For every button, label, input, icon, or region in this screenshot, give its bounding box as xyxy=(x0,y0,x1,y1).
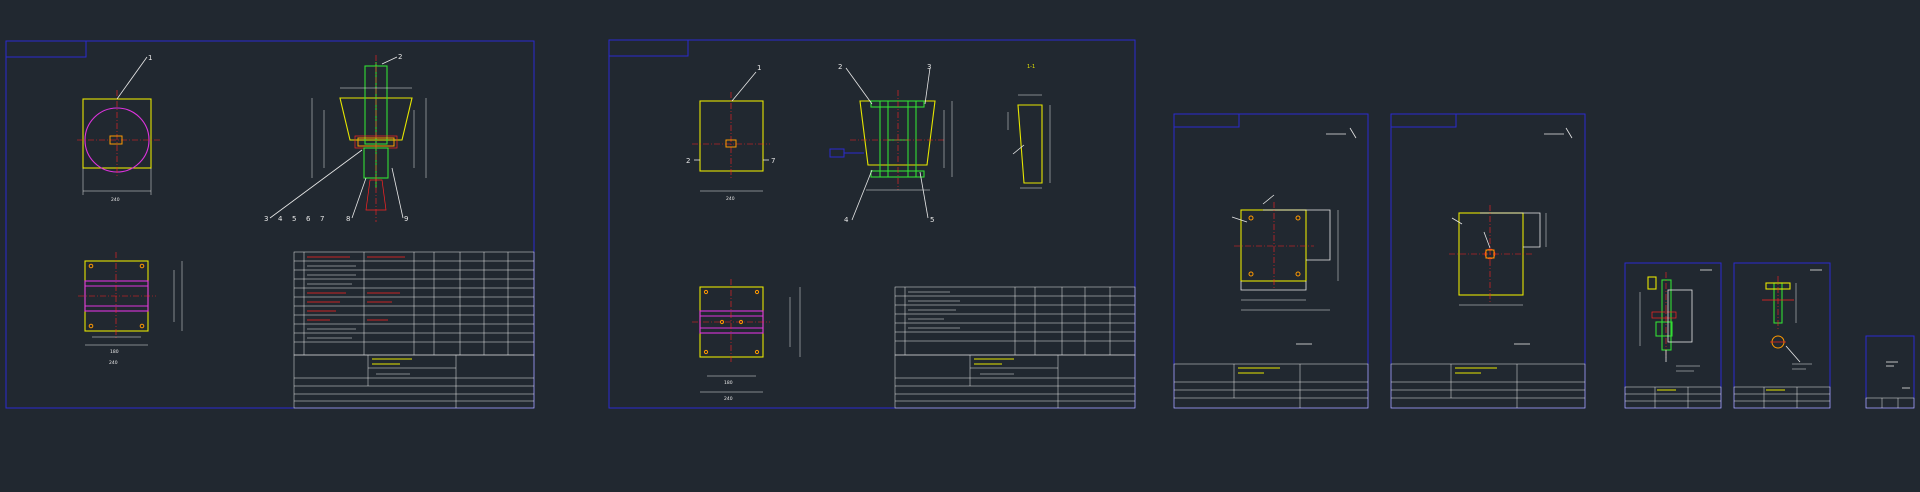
sheet-2-corner-tab xyxy=(609,40,689,57)
callout-4: 4 xyxy=(278,215,283,223)
sheet-1-border xyxy=(5,40,535,409)
drawing-sheet-2[interactable]: 1 2 7 240 2 3 4 5 xyxy=(608,39,1136,409)
drawing-sheet-1[interactable]: 1 240 2 3 4 5 6 7 8 9 xyxy=(5,40,535,409)
drawing-sheet-4[interactable] xyxy=(1390,113,1586,409)
sheet-4-title-block xyxy=(1390,363,1586,409)
side-width-dim: 240 xyxy=(109,360,118,366)
sheet-2-title-block xyxy=(894,354,1136,409)
drawing-sheet-3[interactable] xyxy=(1173,113,1369,409)
callout-5: 5 xyxy=(292,215,296,223)
callout-1: 1 xyxy=(148,54,152,62)
callout-7: 7 xyxy=(320,215,324,223)
s2-callout-1: 1 xyxy=(757,64,761,72)
sheet-6-title-block xyxy=(1733,386,1831,409)
callout-9: 9 xyxy=(404,215,408,223)
sheet-3-title-block xyxy=(1173,363,1369,409)
sheet-5-title-block xyxy=(1624,386,1722,409)
sheet-3-corner-tab xyxy=(1174,114,1240,128)
side-inner-dim: 180 xyxy=(110,349,119,355)
s2-callout-5: 5 xyxy=(930,216,934,224)
drawing-sheet-6[interactable] xyxy=(1733,262,1831,409)
sheet-2-parts-table xyxy=(894,286,1136,356)
sheet-3-plate-view xyxy=(1231,127,1357,345)
sheet-2-border xyxy=(608,39,1136,409)
sheet-1-title-block xyxy=(293,354,535,409)
sheet-1-plan-view xyxy=(77,56,160,195)
sheet-5-border xyxy=(1624,262,1722,409)
callout-3: 3 xyxy=(264,215,268,223)
s2-plan-width-dim: 240 xyxy=(726,196,735,202)
sheet-4-plate-view xyxy=(1449,127,1573,345)
sheet-1-side-view xyxy=(78,252,183,346)
s2-callout-2: 2 xyxy=(838,63,842,71)
callout-2: 2 xyxy=(398,53,402,61)
callout-6: 6 xyxy=(306,215,311,223)
plan-width-dim: 240 xyxy=(111,197,120,203)
sheet-1-parts-table xyxy=(293,251,535,356)
sheet-6-detail xyxy=(1762,269,1822,370)
s2-detail-tag: 1-1 xyxy=(1027,64,1035,70)
s2-callout-4: 4 xyxy=(844,216,849,224)
sheet-4-corner-tab xyxy=(1391,114,1457,128)
s2-callout-left-2: 2 xyxy=(686,157,690,165)
sheet-1-corner-tab xyxy=(6,41,87,58)
sheet-5-detail xyxy=(1639,269,1712,372)
sheet-7-border xyxy=(1865,335,1915,409)
sheet-1-elevation-view xyxy=(269,55,427,222)
s2-callout-right-7: 7 xyxy=(771,157,775,165)
drawing-sheet-5[interactable] xyxy=(1624,262,1722,409)
drawing-sheet-7[interactable] xyxy=(1865,335,1915,409)
sheet-2-section-view xyxy=(829,67,953,221)
s2-side-width-dim: 240 xyxy=(724,396,733,402)
sheet-2-plan-view xyxy=(692,71,770,192)
s2-callout-3: 3 xyxy=(927,63,931,71)
s2-side-inner-dim: 180 xyxy=(724,380,733,386)
sheet-2-detail-view xyxy=(1007,94,1051,189)
callout-8: 8 xyxy=(346,215,350,223)
sheet-2-side-view xyxy=(692,279,801,393)
sheet-7-detail xyxy=(1865,361,1915,409)
